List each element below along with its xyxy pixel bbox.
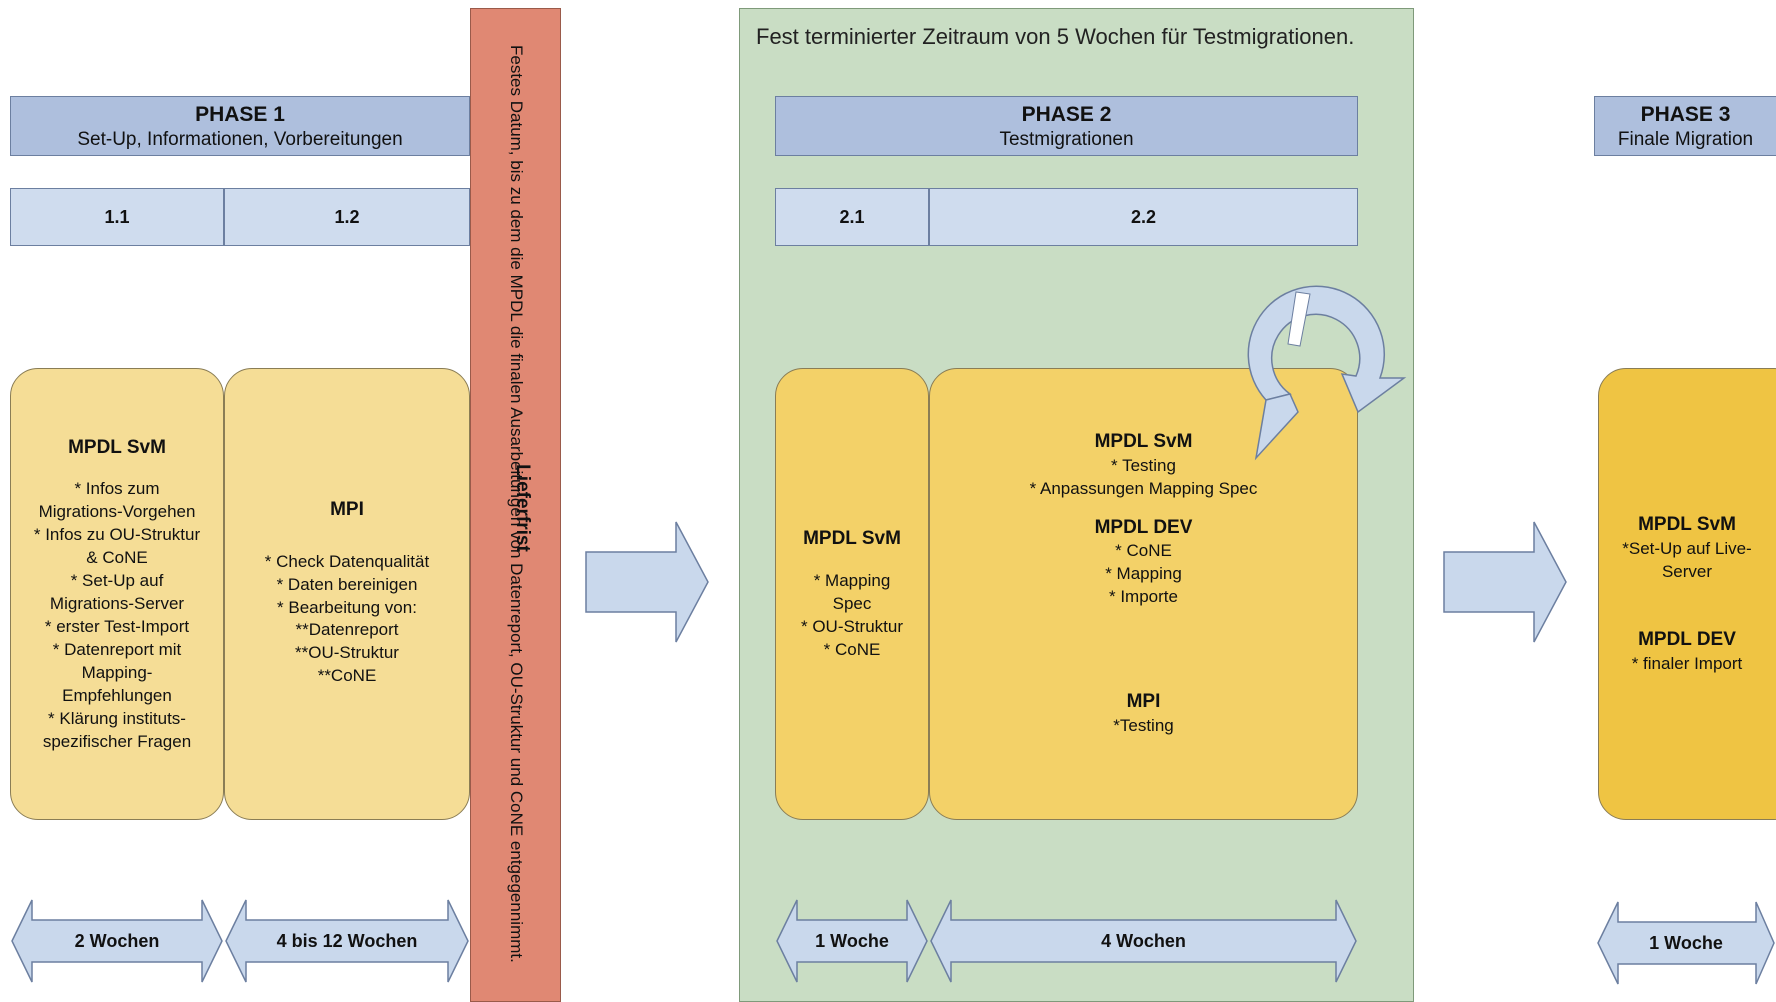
phase2-header: PHASE 2 Testmigrationen <box>775 96 1358 156</box>
phase2-mpdl-svm-heading: MPDL SvM <box>803 528 901 550</box>
phase3-subtitle: Finale Migration <box>1617 129 1754 151</box>
phase2-duration-a-label: 1 Woche <box>815 930 889 951</box>
phase2-mpdl-dev-tasks: * CoNE * Mapping * Importe <box>1105 541 1182 607</box>
phase1-duration-b-label: 4 bis 12 Wochen <box>276 930 418 951</box>
phase3-duration-label: 1 Woche <box>1649 932 1723 953</box>
phase3-mpdl-svm-heading: MPDL SvM <box>1638 513 1736 535</box>
phase3-header: PHASE 3 Finale Migration <box>1594 96 1776 156</box>
phase3-duration-arrow <box>1597 901 1775 985</box>
phase2-team-box: MPDL SvM * Testing * Anpassungen Mapping… <box>929 368 1358 820</box>
phase1-duration-arrow-a <box>11 899 223 983</box>
deadline-description: Festes Datum, bis zu dem die MPDL die fi… <box>506 45 526 963</box>
iteration-cycle-icon <box>1247 285 1407 461</box>
phase1-mpdl-svm-tasks: * Infos zum Migrations-Vorgehen * Infos … <box>33 479 201 751</box>
phase2-duration-arrow-a <box>776 899 928 983</box>
phase3-mpdl-svm-tasks: *Set-Up auf Live- Server <box>1622 538 1752 581</box>
phase1-mpi-box: MPI * Check Datenqualität * Daten berein… <box>224 368 470 820</box>
phase1-step-1-2: 1.2 <box>224 188 470 246</box>
phase3-mpdl-dev-heading: MPDL DEV <box>1638 629 1736 651</box>
phase2-mpdl-svm-heading-2: MPDL SvM <box>1094 431 1193 452</box>
test-period-title: Fest terminierter Zeitraum von 5 Wochen … <box>756 24 1355 49</box>
phase1-mpi-heading: MPI <box>330 499 364 520</box>
phase3-mpdl-dev-tasks: * finaler Import <box>1631 654 1743 674</box>
transition-arrow-2 <box>1443 521 1567 643</box>
phase1-header: PHASE 1 Set-Up, Informationen, Vorbereit… <box>10 96 470 156</box>
phase2-subtitle: Testmigrationen <box>999 129 1134 151</box>
phase2-mpdl-svm-tasks-2: * Testing * Anpassungen Mapping Spec <box>1029 455 1258 498</box>
phase2-title: PHASE 2 <box>1021 103 1112 126</box>
phase2-mpdl-svm-box: MPDL SvM * Mapping Spec * OU-Struktur * … <box>775 368 929 820</box>
phase1-duration-a-label: 2 Wochen <box>74 930 160 951</box>
phase1-mpi-tasks: * Check Datenqualität * Daten bereinigen… <box>264 551 430 686</box>
phase1-step-1-1: 1.1 <box>10 188 224 246</box>
transition-arrow-1 <box>585 521 709 643</box>
phase2-duration-b-label: 4 Wochen <box>1101 930 1186 951</box>
phase2-step-2-2: 2.2 <box>929 188 1358 246</box>
phase3-title: PHASE 3 <box>1640 103 1731 126</box>
phase3-box: MPDL SvM *Set-Up auf Live- Server MPDL D… <box>1598 368 1776 820</box>
phase1-mpdl-svm-heading: MPDL SvM <box>68 436 166 458</box>
deadline-text: Lieferfrist Festes Datum, bis zu dem die… <box>504 45 526 965</box>
phase1-subtitle: Set-Up, Informationen, Vorbereitungen <box>77 129 403 151</box>
phase1-title: PHASE 1 <box>195 103 285 126</box>
phase2-mpdl-dev-heading: MPDL DEV <box>1094 516 1193 538</box>
phase2-mpi-tasks: *Testing <box>1113 715 1174 735</box>
phase2-step-2-1: 2.1 <box>775 188 929 246</box>
deadline-bar: Lieferfrist Festes Datum, bis zu dem die… <box>470 8 561 1002</box>
phase2-mpdl-svm-tasks: * Mapping Spec * OU-Struktur * CoNE <box>800 570 904 659</box>
phase1-mpdl-svm-box: MPDL SvM * Infos zum Migrations-Vorgehen… <box>10 368 224 820</box>
phase2-duration-arrow-b <box>930 899 1357 983</box>
phase2-mpi-heading: MPI <box>1126 690 1161 712</box>
phase1-duration-arrow-b <box>225 899 469 983</box>
